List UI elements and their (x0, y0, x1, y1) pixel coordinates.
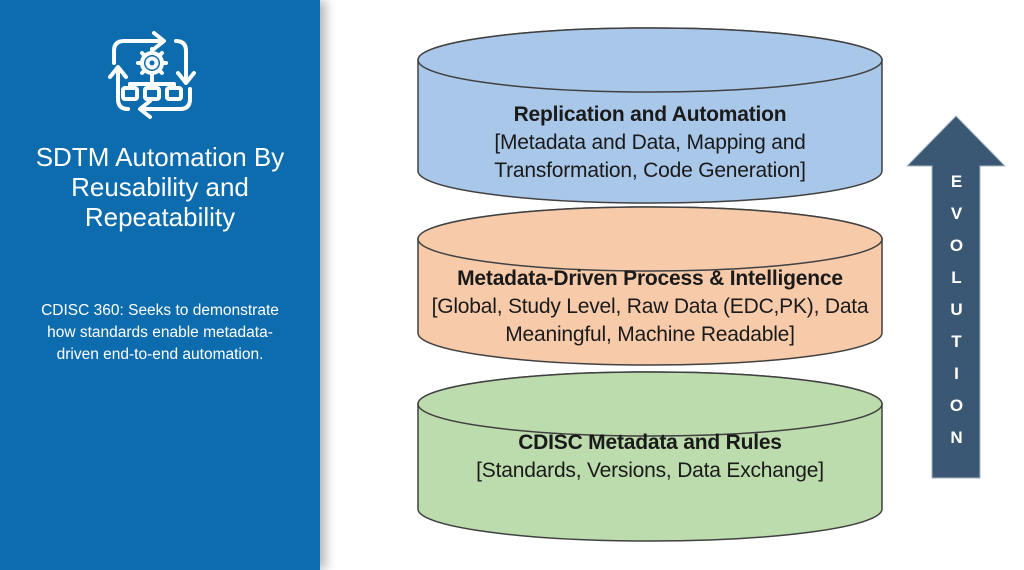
cylinder-bottom-lid (417, 371, 883, 437)
flowchart-box-left (121, 86, 139, 101)
page-description: CDISC 360: Seeks to demonstrate how stan… (16, 300, 304, 366)
cylinder-bottom (417, 371, 883, 542)
evolution-arrow (905, 115, 1007, 479)
cycle-top-line (112, 39, 164, 65)
flowchart-box-middle (143, 86, 161, 101)
cylinder-middle-heading: Metadata-Driven Process & Intelligence (457, 267, 843, 290)
flowchart-box-right (165, 86, 183, 101)
cylinder-top-heading: Replication and Automation (513, 103, 787, 126)
cylinder-top-lid (417, 27, 883, 93)
cylinder-top-label: Replication and Automation [Metadata and… (418, 101, 882, 185)
cylinder-top-detail-line: [Metadata and Data, Mapping and (494, 131, 806, 154)
gear-inner (145, 56, 159, 70)
arrow-right-head (152, 31, 166, 51)
cylinder-middle-label: Metadata-Driven Process & Intelligence [… (418, 265, 882, 349)
cylinder-bottom-heading: CDISC Metadata and Rules (518, 431, 782, 454)
process-automation-cycle-icon (108, 31, 196, 119)
page-title-line: Reusability and (71, 172, 249, 202)
sidebar-panel: SDTM Automation By Reusability and Repea… (0, 0, 320, 570)
page-description-line: driven end-to-end automation. (56, 346, 264, 363)
cycle-right-line (174, 39, 188, 83)
page-title-line: SDTM Automation By (35, 142, 285, 172)
cylinder-bottom-label: CDISC Metadata and Rules [Standards, Ver… (418, 429, 882, 485)
cylinder-top-detail-line: Transformation, Code Generation] (494, 159, 806, 182)
cylinder-middle-detail-line: Meaningful, Machine Readable] (505, 323, 795, 346)
cylinder-bottom-detail-line: [Standards, Versions, Data Exchange] (476, 459, 824, 482)
cylinder-middle (417, 206, 883, 366)
arrow-down-head (176, 71, 196, 85)
cycle-left-line (116, 67, 130, 111)
cylinder-top (417, 27, 883, 204)
gear-teeth (136, 47, 168, 79)
cylinder-middle-detail-line: [Global, Study Level, Raw Data (EDC,PK),… (431, 295, 869, 318)
cylinder-middle-lid (417, 206, 883, 272)
arrow-up-head (108, 65, 128, 79)
page-title-line: Repeatability (84, 202, 236, 232)
evolution-arrow-label: EVOLUTION (947, 172, 966, 460)
arrow-left-head (138, 99, 152, 119)
page-title: SDTM Automation By Reusability and Repea… (20, 142, 300, 232)
page-description-line: CDISC 360: Seeks to demonstrate (41, 302, 279, 319)
cycle-bottom-line (140, 87, 192, 111)
page-description-line: how standards enable metadata- (47, 324, 273, 341)
